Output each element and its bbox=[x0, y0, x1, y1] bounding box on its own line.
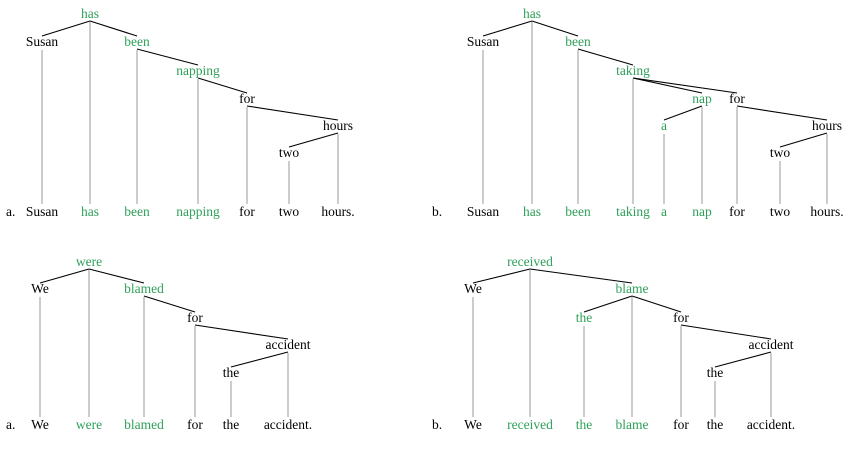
example-label: b. bbox=[432, 204, 442, 219]
tree-node-were: were bbox=[76, 254, 102, 269]
tree-node-a: a bbox=[661, 118, 667, 133]
dependency-edge bbox=[632, 77, 738, 94]
sentence-word: been bbox=[124, 204, 150, 219]
example-label: a. bbox=[6, 417, 15, 432]
dependency-edge bbox=[529, 268, 633, 284]
tree-node-been: been bbox=[124, 34, 150, 49]
dependency-edge bbox=[288, 132, 339, 148]
tree-node-the: the bbox=[707, 365, 724, 380]
tree-node-the: the bbox=[576, 310, 593, 325]
tree-node-accident: accident bbox=[749, 337, 794, 352]
dependency-edge bbox=[41, 20, 91, 37]
sentence-word: accident. bbox=[264, 417, 312, 432]
tree-node-hours: hours bbox=[812, 118, 842, 133]
sentence-word: taking bbox=[616, 204, 650, 219]
sentence-word: were bbox=[76, 417, 102, 432]
tree-node-for: for bbox=[729, 91, 745, 106]
tree-node-received: received bbox=[507, 254, 553, 269]
sentence-word: Susan bbox=[467, 204, 500, 219]
tree-node-blamed: blamed bbox=[124, 281, 164, 296]
dependency-edge bbox=[136, 48, 199, 66]
tree-node-accident: accident bbox=[266, 337, 311, 352]
dependency-edge bbox=[632, 77, 703, 94]
tree-node-We: We bbox=[464, 281, 482, 296]
dependency-edge bbox=[472, 268, 531, 284]
tree-node-Susan: Susan bbox=[26, 34, 59, 49]
sentence-word: Susan bbox=[26, 204, 59, 219]
sentence-word: two bbox=[279, 204, 300, 219]
sentence-word: napping bbox=[176, 204, 220, 219]
tree-node-two: two bbox=[770, 145, 791, 160]
sentence-word: for bbox=[187, 417, 203, 432]
dependency-edge bbox=[583, 295, 633, 313]
dependency-edge bbox=[39, 268, 90, 284]
tree-node-Susan: Susan bbox=[467, 34, 500, 49]
dependency-edge bbox=[631, 295, 682, 313]
dependency-edge bbox=[577, 48, 634, 66]
sentence-word: has bbox=[81, 204, 99, 219]
example-label: b. bbox=[432, 417, 442, 432]
dependency-edge bbox=[779, 132, 828, 148]
dependency-edge bbox=[531, 20, 579, 37]
dependency-edge bbox=[736, 105, 828, 121]
dependency-edge bbox=[89, 20, 138, 37]
sentence-word: We bbox=[31, 417, 49, 432]
dependency-edge bbox=[88, 268, 145, 284]
sentence-word: two bbox=[770, 204, 791, 219]
tree-node-been: been bbox=[565, 34, 591, 49]
dependency-edge bbox=[197, 77, 248, 94]
dependency-edge bbox=[680, 324, 772, 340]
tree-node-hours: hours bbox=[323, 118, 353, 133]
tree-node-for: for bbox=[187, 310, 203, 325]
sentence-word: accident. bbox=[747, 417, 795, 432]
sentence-word: a bbox=[661, 204, 667, 219]
sentence-word: for bbox=[673, 417, 689, 432]
tree-node-for: for bbox=[673, 310, 689, 325]
sentence-word: blamed bbox=[124, 417, 164, 432]
tree-node-We: We bbox=[31, 281, 49, 296]
example-label: a. bbox=[6, 204, 15, 219]
dependency-edge bbox=[143, 295, 196, 313]
sentence-word: blame bbox=[616, 417, 649, 432]
dependency-edge bbox=[663, 105, 703, 121]
tree-node-nap: nap bbox=[692, 91, 712, 106]
dependency-edge bbox=[246, 105, 339, 121]
tree-node-the: the bbox=[223, 365, 240, 380]
sentence-word: We bbox=[464, 417, 482, 432]
sentence-word: been bbox=[565, 204, 591, 219]
sentence-word: received bbox=[507, 417, 553, 432]
sentence-word: the bbox=[223, 417, 240, 432]
tree-node-taking: taking bbox=[616, 63, 650, 78]
tree-node-napping: napping bbox=[176, 63, 220, 78]
dependency-edge bbox=[714, 351, 772, 368]
sentence-word: the bbox=[576, 417, 593, 432]
sentence-word: hours. bbox=[321, 204, 354, 219]
tree-node-for: for bbox=[239, 91, 255, 106]
sentence-word: hours. bbox=[810, 204, 843, 219]
sentence-word: has bbox=[523, 204, 541, 219]
tree-node-two: two bbox=[279, 145, 300, 160]
tree-node-has: has bbox=[523, 6, 541, 21]
sentence-word: for bbox=[729, 204, 745, 219]
sentence-word: the bbox=[707, 417, 724, 432]
dependency-edge bbox=[482, 20, 533, 37]
sentence-word: for bbox=[239, 204, 255, 219]
sentence-word: nap bbox=[692, 204, 712, 219]
dependency-edge bbox=[194, 324, 289, 340]
tree-node-has: has bbox=[81, 6, 99, 21]
tree-node-blame: blame bbox=[616, 281, 649, 296]
dependency-edge bbox=[230, 351, 289, 368]
